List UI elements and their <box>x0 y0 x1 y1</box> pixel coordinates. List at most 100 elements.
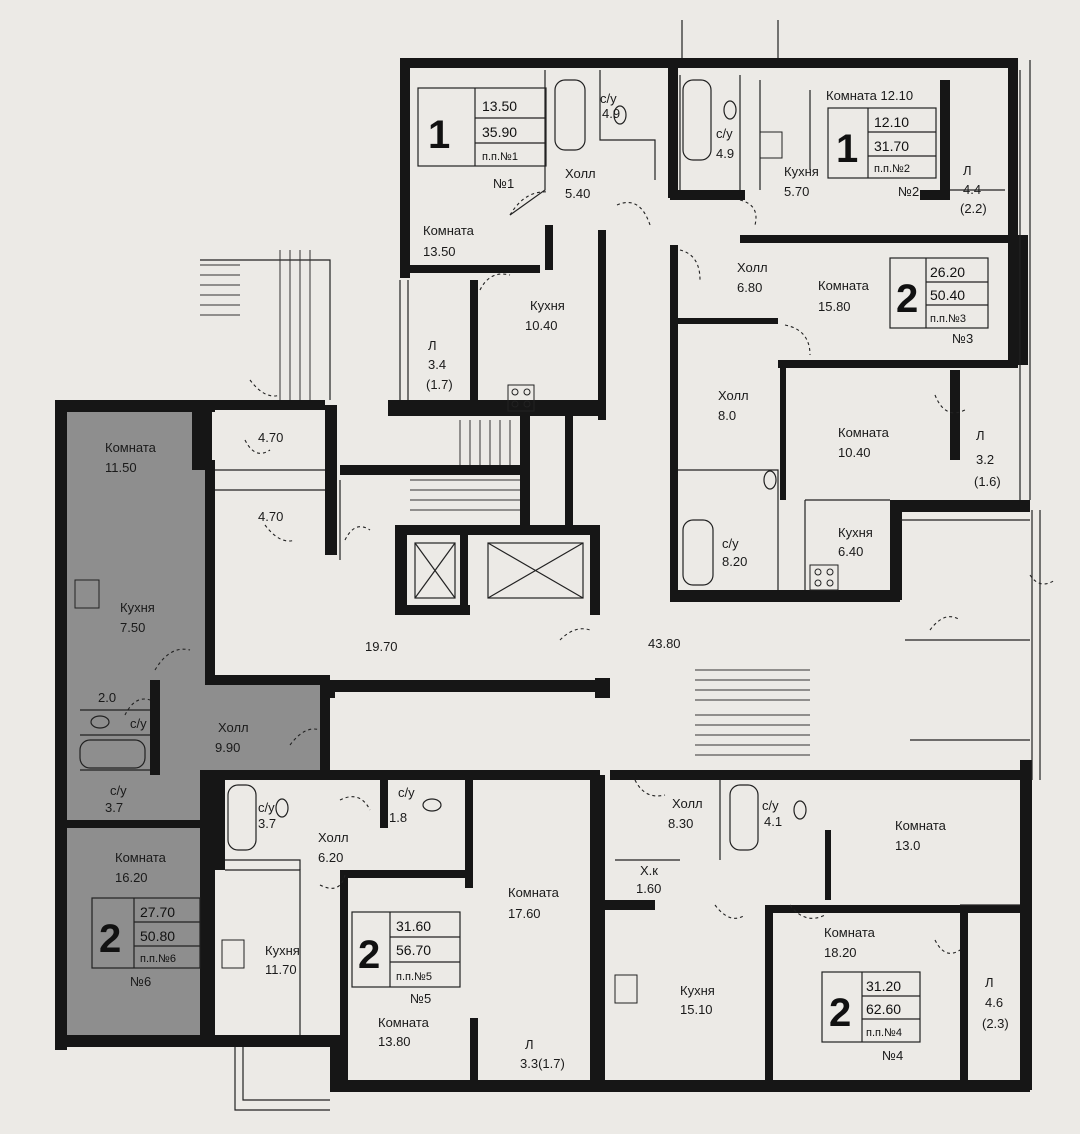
outer-walls <box>55 58 1032 1092</box>
vestibule-1-area: 4.70 <box>258 430 283 445</box>
room-area: 1.8 <box>389 810 407 825</box>
apartment-2-tag: №2 <box>898 184 919 199</box>
apartment-6-shading-hall <box>150 680 328 778</box>
facade-lines <box>200 20 1041 1111</box>
stairs-top-left <box>200 250 311 400</box>
room-label: Холл <box>737 260 768 275</box>
room-label: Холл <box>565 166 596 181</box>
room-label: Кухня <box>120 600 155 615</box>
apartment-1-living: 13.50 <box>482 98 517 114</box>
room-area: 13.50 <box>423 244 456 259</box>
room-label: с/у <box>762 798 779 813</box>
apartment-4-label[interactable]: 2 31.20 62.60 п.п.№4 <box>821 971 921 1043</box>
room-label: Комната <box>115 850 167 865</box>
room-label: с/у <box>600 91 617 106</box>
apartment-1-tag: №1 <box>493 176 514 191</box>
apartment-6-rooms: 2 <box>99 917 121 961</box>
apartment-6-tag: №6 <box>130 974 151 989</box>
room-label: с/у <box>716 126 733 141</box>
room-area: 9.90 <box>215 740 240 755</box>
room-area: (2.2) <box>960 201 987 216</box>
room-label: Х.к <box>640 863 658 878</box>
room-label: Кухня <box>680 983 715 998</box>
apartment-4-rooms: 2 <box>829 991 851 1035</box>
vestibule-2-area: 4.70 <box>258 509 283 524</box>
room-area: 17.60 <box>508 906 541 921</box>
room-area: 4.9 <box>716 146 734 161</box>
apartment-5-plan: п.п.№5 <box>396 971 432 983</box>
apartment-5-total: 56.70 <box>396 942 431 958</box>
room-label: Л <box>963 163 972 178</box>
apartment-6-total: 50.80 <box>140 928 175 944</box>
room-area: 13.80 <box>378 1034 411 1049</box>
apartment-2-rooms: 1 <box>836 127 858 171</box>
room-label: Л <box>428 338 437 353</box>
apartment-5-tag: №5 <box>410 991 431 1006</box>
room-area: 3.7 <box>258 816 276 831</box>
elevator-right <box>487 542 584 599</box>
apartment-4-plan: п.п.№4 <box>866 1027 902 1039</box>
room-area: 4.1 <box>764 814 782 829</box>
room-label: Холл <box>318 830 349 845</box>
room-label: Холл <box>718 388 749 403</box>
room-area: 5.40 <box>565 186 590 201</box>
apartment-3-rooms: 2 <box>896 277 918 321</box>
room-area: 15.10 <box>680 1002 713 1017</box>
apartment-6-label[interactable]: 2 27.70 50.80 п.п.№6 <box>91 897 201 969</box>
room-label: с/у <box>130 716 147 731</box>
apartment-2-label[interactable]: 1 12.10 31.70 п.п.№2 <box>827 107 937 179</box>
apartment-2-plan: п.п.№2 <box>874 163 910 175</box>
apartment-5-label[interactable]: 2 31.60 56.70 п.п.№5 <box>351 911 461 988</box>
room-area: 1.60 <box>636 881 661 896</box>
room-label: Комната <box>508 885 560 900</box>
room-area: 2.0 <box>98 690 116 705</box>
room-area: 8.30 <box>668 816 693 831</box>
room-label: Комната <box>824 925 876 940</box>
toilets <box>90 100 807 820</box>
apartment-3-living: 26.20 <box>930 264 965 280</box>
room-area: 3.7 <box>105 800 123 815</box>
room-area: (1.7) <box>426 377 453 392</box>
room-label: Кухня <box>265 943 300 958</box>
apartment-5-living: 31.60 <box>396 918 431 934</box>
room-area: 7.50 <box>120 620 145 635</box>
room-area: 18.20 <box>824 945 857 960</box>
room-label: Кухня <box>838 525 873 540</box>
room-label: с/у <box>110 783 127 798</box>
apartment-5-rooms: 2 <box>358 933 380 977</box>
partitions <box>80 70 1030 1035</box>
room-area: 3.2 <box>976 452 994 467</box>
room-area: 4.9 <box>602 106 620 121</box>
apartment-6-plan: п.п.№6 <box>140 953 176 965</box>
apartment-4-total: 62.60 <box>866 1001 901 1017</box>
room-label: Комната <box>423 223 475 238</box>
room-label: Комната <box>378 1015 430 1030</box>
apartment-4-living: 31.20 <box>866 978 901 994</box>
room-label: Комната <box>105 440 157 455</box>
room-area: 6.40 <box>838 544 863 559</box>
apartment-3-plan: п.п.№3 <box>930 313 966 325</box>
room-area: 11.50 <box>105 460 137 475</box>
room-area: 8.0 <box>718 408 736 423</box>
room-label: Холл <box>218 720 249 735</box>
room-label: с/у <box>398 785 415 800</box>
doors <box>124 191 1056 954</box>
room-label: Л <box>985 975 994 990</box>
room-label: с/у <box>258 800 275 815</box>
apartment-1-label[interactable]: 1 13.50 35.90 п.п.№1 <box>417 87 547 167</box>
room-label: Кухня <box>784 164 819 179</box>
room-label: Комната <box>838 425 890 440</box>
room-label: Кухня <box>530 298 565 313</box>
apartment-3-tag: №3 <box>952 331 973 346</box>
apartment-3-label[interactable]: 2 26.20 50.40 п.п.№3 <box>889 257 989 329</box>
bathtubs <box>79 79 759 851</box>
room-label: Комната 12.10 <box>826 88 913 103</box>
room-area: 4.6 <box>985 995 1003 1010</box>
apartment-1-total: 35.90 <box>482 124 517 140</box>
room-area: 4.4 <box>963 182 981 197</box>
room-area: 3.3(1.7) <box>520 1056 565 1071</box>
room-area: 10.40 <box>838 445 871 460</box>
room-label: Комната <box>818 278 870 293</box>
room-area: 6.20 <box>318 850 343 865</box>
